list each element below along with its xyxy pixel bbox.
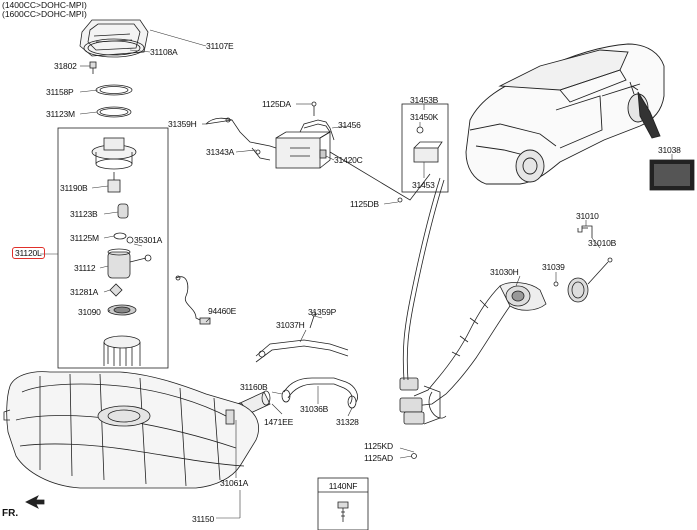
part-label-94460e[interactable]: 94460E: [208, 306, 237, 316]
part-label-31450k[interactable]: 31450K: [410, 112, 439, 122]
part-label-31090[interactable]: 31090: [78, 307, 101, 317]
vent-pipe: [402, 177, 441, 381]
part-label-1471ee[interactable]: 1471EE: [264, 417, 294, 427]
fastener-inset-frame: [317, 477, 369, 530]
vehicle-illustration: [465, 43, 665, 185]
vent-valve-frame: [401, 103, 449, 193]
part-label-31453[interactable]: 31453: [412, 180, 435, 190]
part-label-1125ad[interactable]: 1125AD: [364, 453, 393, 463]
level-sensor-wire: [175, 275, 211, 325]
part-label-31010b[interactable]: 31010B: [588, 238, 617, 248]
strainer: [107, 304, 137, 316]
part-label-31123b[interactable]: 31123B: [70, 209, 98, 219]
fuel-pump-motor: [107, 248, 152, 279]
part-label-31328[interactable]: 31328: [336, 417, 359, 427]
bolt-1125ad: [411, 453, 417, 459]
part-label-31150[interactable]: 31150: [192, 514, 215, 524]
part-label-31061a[interactable]: 31061A: [220, 478, 249, 488]
part-label-1125da[interactable]: 1125DA: [262, 99, 291, 109]
part-label-35301a[interactable]: 35301A: [134, 235, 163, 245]
fuel-cap: [567, 225, 613, 303]
part-label-31343a[interactable]: 31343A: [206, 147, 235, 157]
part-label-31030h[interactable]: 31030H: [490, 267, 519, 277]
part-label-31112[interactable]: 31112: [74, 263, 96, 273]
part-label-31036b[interactable]: 31036B: [300, 404, 329, 414]
part-label-31359h[interactable]: 31359H: [168, 119, 197, 129]
part-label-31037h[interactable]: 31037H: [276, 320, 305, 330]
fuel-pump-cover-gasket: [79, 19, 149, 58]
filler-hose: [281, 377, 358, 409]
part-label-31281a[interactable]: 31281A: [70, 287, 99, 297]
canister: [275, 131, 332, 169]
pump-holder: [109, 283, 123, 297]
warning-label-sticker: [649, 159, 695, 191]
part-label-31190b[interactable]: 31190B: [60, 183, 88, 193]
front-direction-label: FR.: [2, 508, 19, 519]
engine-spec-line-1: (1400CC>DOHC-MPI): [2, 0, 87, 10]
part-label-31038[interactable]: 31038: [658, 145, 681, 155]
part-label-1125db[interactable]: 1125DB: [350, 199, 379, 209]
part-label-31123m[interactable]: 31123M: [46, 109, 75, 119]
fuel-filter: [107, 172, 121, 193]
part-label-31125m[interactable]: 31125M: [70, 233, 99, 243]
reservoir-cup: [103, 335, 141, 366]
engine-spec-line-2: (1600CC>DOHC-MPI): [2, 9, 87, 19]
part-label-31802[interactable]: 31802: [54, 61, 77, 71]
cover-clip: [89, 61, 97, 74]
filler-neck: [413, 282, 547, 419]
pump-seal: [117, 203, 129, 219]
sender-clip: [126, 236, 134, 244]
pump-flange: [91, 137, 137, 170]
small-o-ring: [113, 232, 127, 240]
filler-connector: [399, 377, 441, 425]
part-label-1125kd[interactable]: 1125KD: [364, 441, 393, 451]
part-label-31160b[interactable]: 31160B: [240, 382, 268, 392]
part-label-31108a[interactable]: 31108A: [150, 47, 178, 57]
part-label-31453b[interactable]: 31453B: [410, 95, 439, 105]
canister-hose: [299, 101, 335, 141]
vent-valve: [413, 126, 443, 163]
front-direction-arrow: [25, 495, 45, 509]
bolt-1140nf: [337, 501, 349, 522]
vent-hose: [255, 311, 349, 363]
cap-clip: [553, 281, 559, 287]
part-label-31158p[interactable]: 31158P: [46, 87, 74, 97]
part-label-31120l-highlighted[interactable]: 31120L: [12, 247, 45, 259]
leader-lines: [40, 29, 673, 519]
part-label-31107e[interactable]: 31107E: [206, 41, 234, 51]
vapor-line: [205, 117, 283, 161]
part-label-31456[interactable]: 31456: [338, 120, 361, 130]
part-label-31359p[interactable]: 31359P: [308, 307, 337, 317]
part-label-31420c[interactable]: 31420C: [334, 155, 363, 165]
part-label-31010[interactable]: 31010: [576, 211, 599, 221]
pump-module-frame: [57, 127, 169, 369]
bolt-1125db: [397, 197, 403, 203]
part-label-1140nf[interactable]: 1140NF: [328, 481, 358, 491]
fuel-tank: [3, 371, 259, 489]
part-label-31039[interactable]: 31039: [542, 262, 565, 272]
